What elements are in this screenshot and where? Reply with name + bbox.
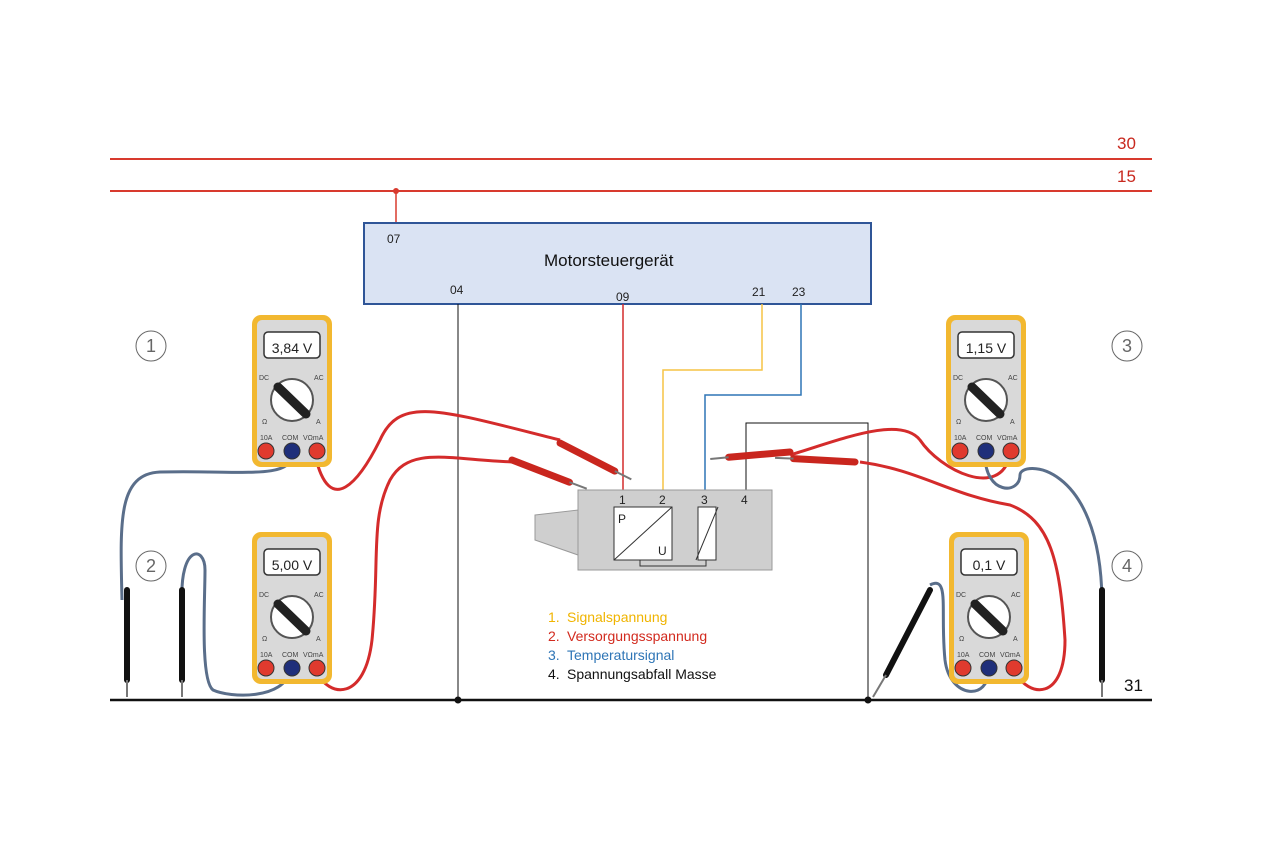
legend-3-text: Temperatursignal <box>567 647 674 663</box>
sensor-body <box>534 489 773 571</box>
meter-1-reading: 3,84 V <box>272 340 313 356</box>
meter-3-port-com: COM <box>976 435 993 442</box>
marker-1-label: 1 <box>146 336 156 356</box>
sensor-pin-4: 4 <box>741 493 748 507</box>
meter-3-labels: DC AC Ω A 10A COM VΩmA <box>953 375 1018 442</box>
meter-2 <box>252 532 332 684</box>
meter-3-port-vohm: VΩmA <box>997 435 1018 442</box>
meter-1-amp: A <box>316 419 321 426</box>
meter-4-reading: 0,1 V <box>973 557 1006 573</box>
legend-2-text: Versorgungsspannung <box>567 628 707 644</box>
marker-4: 4 <box>1111 550 1143 582</box>
ecu-title: Motorsteuergerät <box>544 251 674 270</box>
marker-3: 3 <box>1111 330 1143 362</box>
meter-2-port-vohm: VΩmA <box>303 652 324 659</box>
meter-2-dc: DC <box>259 592 269 599</box>
sensor-symbol-p: P <box>618 512 626 526</box>
meter2-red-lead <box>313 455 516 692</box>
meter-3 <box>946 315 1026 467</box>
meter4-red-lead <box>859 460 1067 692</box>
meter-4-ohm: Ω <box>959 636 964 643</box>
meter-4 <box>949 532 1029 684</box>
meter-2-ohm: Ω <box>262 636 267 643</box>
legend-4-text: Spannungsabfall Masse <box>567 666 717 682</box>
meter2-com-lead <box>180 552 292 697</box>
meter4-com-probe <box>872 587 933 698</box>
meter-1-ac: AC <box>314 375 324 382</box>
meter-1-port-10a: 10A <box>260 435 273 442</box>
meter-4-port-10a: 10A <box>957 652 970 659</box>
meter-3-ac: AC <box>1008 375 1018 382</box>
meter2-red-probe <box>509 460 589 489</box>
meter-2-labels: DC AC Ω A 10A COM VΩmA <box>259 592 324 659</box>
legend-3-num: 3. <box>548 647 560 663</box>
sensor-pin-1: 1 <box>619 493 626 507</box>
ecu-pin-21: 21 <box>752 285 766 299</box>
meter-3-amp: A <box>1010 419 1015 426</box>
meter3-red-probe <box>710 435 790 476</box>
meter1-com-lead <box>119 454 294 601</box>
rail-30-label: 30 <box>1117 134 1136 153</box>
meter1-red-lead <box>313 410 561 491</box>
sensor-symbol-u: U <box>658 544 667 558</box>
signal-wire-21 <box>662 304 763 490</box>
meter-3-reading: 1,15 V <box>966 340 1007 356</box>
rail-31-label: 31 <box>1124 676 1143 695</box>
ecu-pin-07: 07 <box>387 232 401 246</box>
meter-2-amp: A <box>316 636 321 643</box>
legend-4-num: 4. <box>548 666 560 682</box>
meter-4-port-vohm: VΩmA <box>1000 652 1021 659</box>
sensor-pin-3: 3 <box>701 493 708 507</box>
legend-1-text: Signalspannung <box>567 609 667 625</box>
meter-3-port-10a: 10A <box>954 435 967 442</box>
meter-3-ohm: Ω <box>956 419 961 426</box>
legend-1-num: 1. <box>548 609 560 625</box>
marker-2-label: 2 <box>146 556 156 576</box>
ecu-box <box>363 222 872 305</box>
meter-4-dc: DC <box>956 592 966 599</box>
marker-2: 2 <box>135 550 167 582</box>
meter-2-port-10a: 10A <box>260 652 273 659</box>
meter-1-dc: DC <box>259 375 269 382</box>
marker-3-label: 3 <box>1122 336 1132 356</box>
meter-1-port-com: COM <box>282 435 299 442</box>
rail-15-junction <box>393 188 399 194</box>
rail-15-label: 15 <box>1117 167 1136 186</box>
sensor-pin-2: 2 <box>659 493 666 507</box>
ecu-pin-09: 09 <box>616 290 630 304</box>
meter-1-port-vohm: VΩmA <box>303 435 324 442</box>
meter-1-ohm: Ω <box>262 419 267 426</box>
meter-3-dc: DC <box>953 375 963 382</box>
meter4-com-lead <box>929 581 990 693</box>
marker-1: 1 <box>135 330 167 362</box>
meter-2-port-com: COM <box>282 652 299 659</box>
meter-4-labels: DC AC Ω A 10A COM VΩmA <box>956 592 1021 659</box>
ground-junction-right <box>864 696 872 704</box>
legend: 1. Signalspannung 2. Versorgungsspannung… <box>548 609 717 682</box>
meter-4-amp: A <box>1013 636 1018 643</box>
meter-2-ac: AC <box>314 592 324 599</box>
meter3-com-lead <box>983 454 1104 601</box>
ecu-pin-23: 23 <box>792 285 806 299</box>
temp-wire-23 <box>704 304 802 490</box>
meter-1 <box>252 315 332 467</box>
meter-4-port-com: COM <box>979 652 996 659</box>
ground-junction-left <box>454 696 462 704</box>
meter-2-reading: 5,00 V <box>272 557 313 573</box>
meter-4-ac: AC <box>1011 592 1021 599</box>
ecu-pin-04: 04 <box>450 283 464 297</box>
meter-1-labels: DC AC Ω A 10A COM VΩmA <box>259 375 324 442</box>
legend-2-num: 2. <box>548 628 560 644</box>
marker-4-label: 4 <box>1122 556 1132 576</box>
